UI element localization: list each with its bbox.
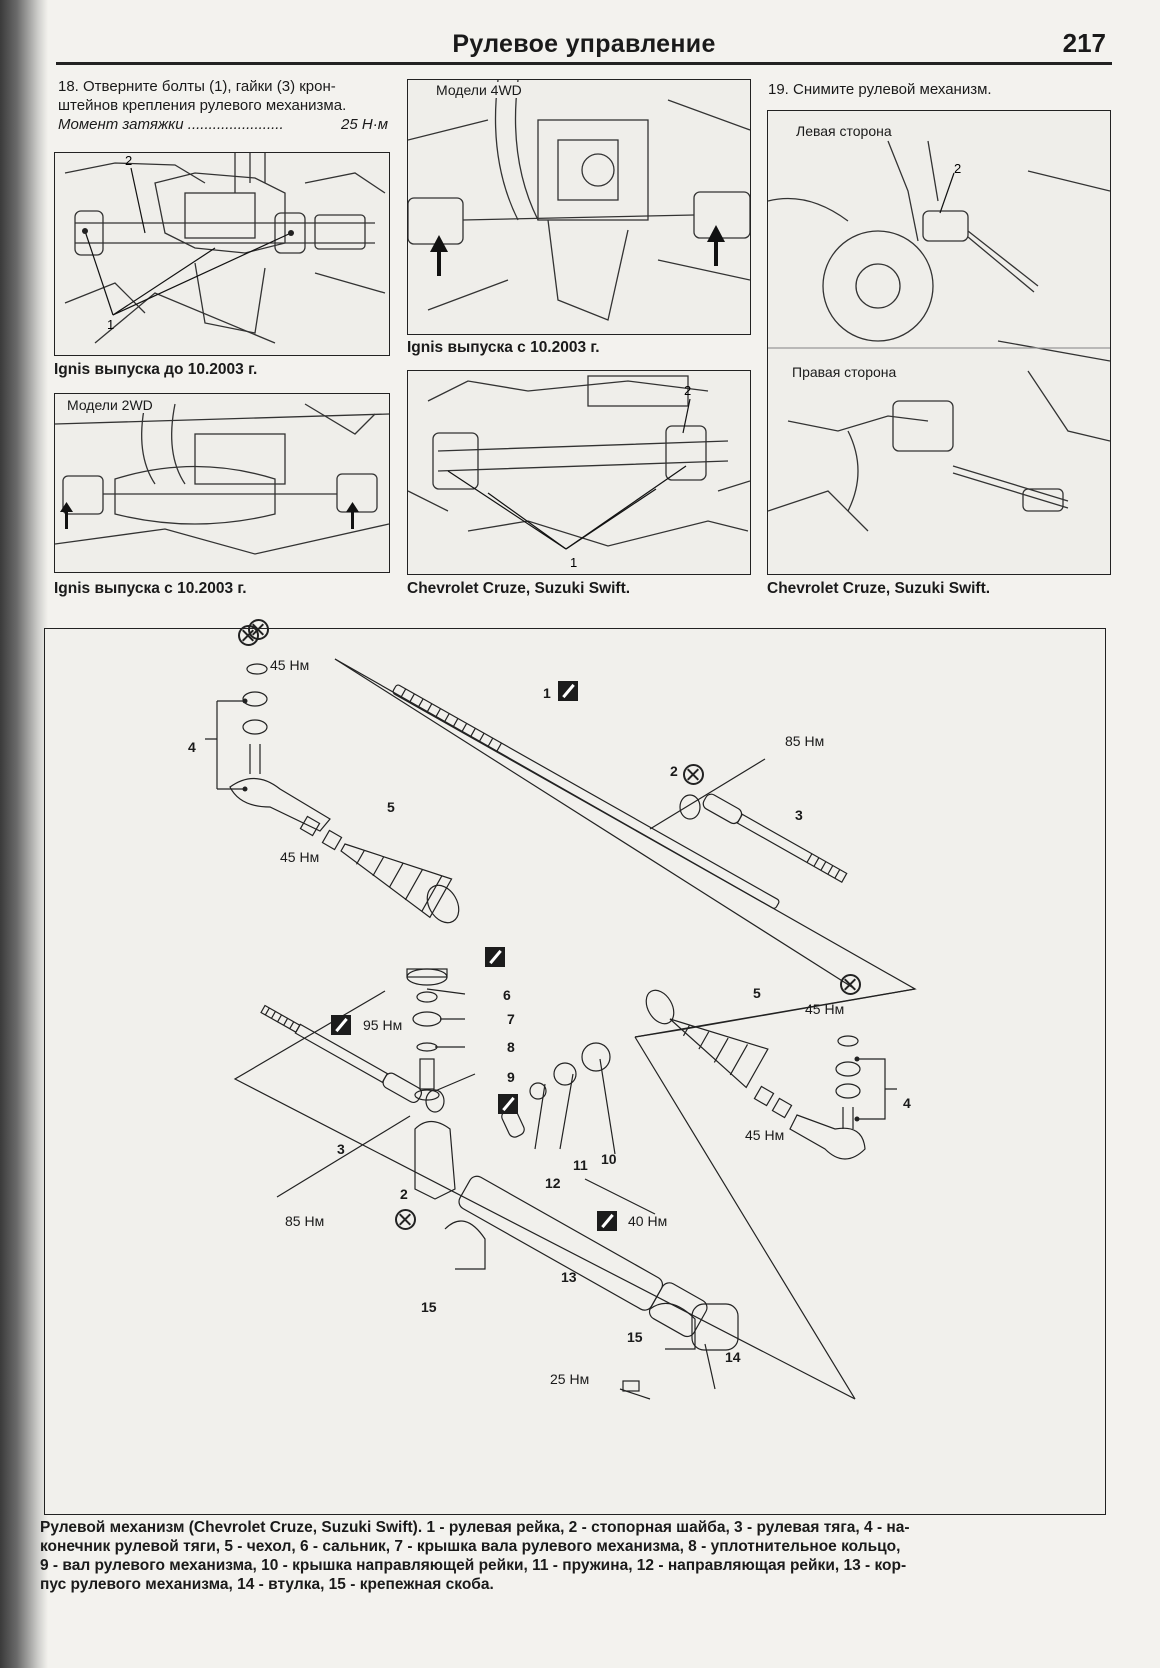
callout-2: 2 [125, 153, 132, 168]
caption-ignis-4wd: Ignis выпуска с 10.2003 г. [407, 339, 600, 356]
callout-1: 1 [107, 317, 114, 332]
photo-ignis-pre-2003: 2 1 [54, 152, 390, 356]
part-11: 11 [573, 1157, 588, 1173]
caption-line-2: конечник рулевой тяги, 5 - чехол, 6 - са… [40, 1538, 901, 1555]
steering-4wd-illustration [408, 80, 750, 321]
callout-2: 2 [954, 161, 961, 176]
lubricate-icon [558, 681, 578, 701]
step-18-line2: штейнов крепления рулевого механизма. [58, 97, 347, 114]
torque-row: Момент затяжки ....................... 2… [58, 115, 388, 134]
part-3-b: 3 [337, 1141, 345, 1157]
page-number: 217 [1062, 28, 1106, 58]
page-header: Рулевое управление 217 [56, 22, 1112, 65]
label-right-side: Правая сторона [790, 364, 899, 380]
photo-ignis-4wd: Модели 4WD [407, 79, 751, 335]
part-9: 9 [507, 1069, 515, 1085]
exploded-diagram [205, 658, 917, 1400]
rack-removal-illustration: 2 [768, 140, 1110, 532]
non-reusable-icon [683, 764, 704, 785]
part-5-b: 5 [753, 985, 761, 1001]
non-reusable-icon [840, 974, 861, 995]
part-15-b: 15 [627, 1329, 643, 1345]
tag-4wd: Модели 4WD [434, 82, 524, 98]
part-2-a: 2 [670, 763, 678, 779]
part-4-a: 4 [188, 739, 196, 755]
label-left-side: Левая сторона [794, 123, 894, 139]
non-reusable-icon [238, 625, 259, 646]
torque-45-c: 45 Нм [805, 1001, 845, 1017]
part-3-a: 3 [795, 807, 803, 823]
exploded-view-steering-gear: 45 Нм 45 Нм 45 Нм 45 Нм 85 Нм 85 Нм 95 Н… [44, 619, 1106, 1515]
torque-45-d: 45 Нм [745, 1127, 785, 1143]
step-18-line1: 18. Отверните болты (1), гайки (3) крон- [58, 78, 336, 95]
photo-cruze-swift-removal: 2 Левая сторона Правая сторона [767, 110, 1111, 575]
part-7: 7 [507, 1011, 515, 1027]
steering-2wd-illustration [55, 403, 389, 555]
steering-mount-illustration: 2 1 [64, 153, 386, 344]
part-2-b: 2 [400, 1186, 408, 1202]
callout-2: 2 [684, 383, 691, 398]
photo-ignis-2wd: Модели 2WD [54, 393, 390, 573]
cruze-mount-illustration: 2 1 [408, 375, 750, 570]
caption-line-4: пус рулевого механизма, 14 - втулка, 15 … [40, 1576, 494, 1593]
torque-45-a: 45 Нм [270, 657, 310, 673]
torque-value: 25 Н·м [341, 116, 388, 133]
torque-25: 25 Нм [550, 1371, 590, 1387]
part-15-a: 15 [421, 1299, 437, 1315]
step-19: 19. Снимите рулевой механизм. [768, 81, 992, 98]
page-binding-shadow [0, 0, 48, 1668]
non-reusable-icon [395, 1209, 416, 1230]
part-6: 6 [503, 987, 511, 1003]
callout-1: 1 [570, 555, 577, 570]
torque-40: 40 Нм [628, 1213, 668, 1229]
torque-85-a: 85 Нм [785, 733, 825, 749]
lubricate-icon [485, 947, 505, 967]
page-title: Рулевое управление [452, 30, 716, 58]
torque-label: Момент затяжки ....................... [58, 116, 284, 133]
caption-cruze-removal: Chevrolet Cruze, Suzuki Swift. [767, 580, 991, 597]
caption-line-1: Рулевой механизм (Chevrolet Cruze, Suzuk… [40, 1519, 910, 1536]
part-12: 12 [545, 1175, 561, 1191]
tag-2wd: Модели 2WD [65, 397, 155, 413]
step-18: 18. Отверните болты (1), гайки (3) крон-… [58, 77, 388, 134]
caption-cruze-mounts: Chevrolet Cruze, Suzuki Swift. [407, 580, 631, 597]
lubricate-icon [498, 1094, 518, 1114]
torque-95: 95 Нм [363, 1017, 403, 1033]
caption-ignis-2wd: Ignis выпуска с 10.2003 г. [54, 580, 247, 597]
lubricate-icon [597, 1211, 617, 1231]
part-5-a: 5 [387, 799, 395, 815]
lubricate-icon [331, 1015, 351, 1035]
torque-45-b: 45 Нм [280, 849, 320, 865]
part-8: 8 [507, 1039, 515, 1055]
part-1: 1 [543, 685, 551, 701]
photo-cruze-swift-mounts: 2 1 [407, 370, 751, 575]
caption-line-3: 9 - вал рулевого механизма, 10 - крышка … [40, 1557, 907, 1574]
caption-ignis-pre-2003: Ignis выпуска до 10.2003 г. [54, 361, 258, 378]
part-13: 13 [561, 1269, 577, 1285]
part-10: 10 [601, 1151, 617, 1167]
part-4-b: 4 [903, 1095, 911, 1111]
part-14: 14 [725, 1349, 741, 1365]
figure-caption: Рулевой механизм (Chevrolet Cruze, Suzuk… [40, 1518, 1108, 1594]
torque-85-b: 85 Нм [285, 1213, 325, 1229]
